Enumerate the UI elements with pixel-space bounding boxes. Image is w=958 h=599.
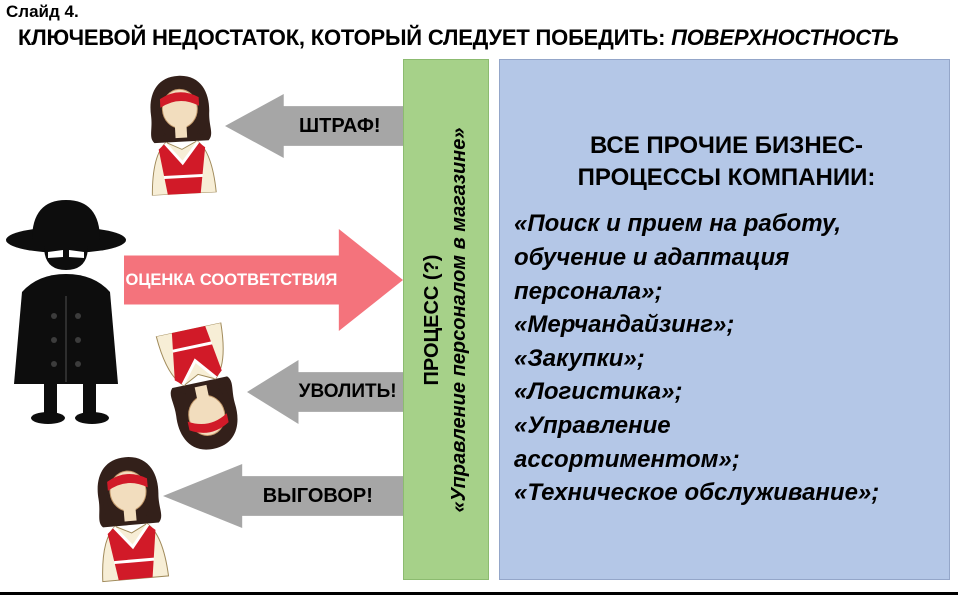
- list-item: «Управление ассортиментом»;: [514, 411, 740, 473]
- process-bar: [403, 59, 489, 580]
- store-employee-icon: [144, 72, 218, 197]
- list-item: «Поиск и прием на работу, обучение и ада…: [514, 210, 842, 305]
- list-item: «Техническое обслуживание»;: [514, 479, 880, 507]
- list-item: «Закупки»;: [514, 344, 645, 372]
- reprimand-arrow-label: ВЫГОВОР!: [262, 484, 373, 507]
- fine-arrow-label: ШТРАФ!: [299, 114, 381, 137]
- fire-arrow-label: УВОЛИТЬ!: [298, 381, 397, 402]
- list-item: «Мерчандайзинг»;: [514, 311, 735, 339]
- slide-title-emphasis: ПОВЕРХНОСТНОСТЬ: [671, 25, 899, 50]
- business-processes-list: «Поиск и прием на работу, обучение и ада…: [514, 207, 899, 509]
- reprimand-arrow: ВЫГОВОР!: [163, 464, 403, 528]
- fine-arrow: ШТРАФ!: [225, 94, 403, 158]
- slide-title-main: КЛЮЧЕВОЙ НЕДОСТАТОК, КОТОРЫЙ СЛЕДУЕТ ПОБ…: [18, 25, 672, 50]
- slide-title: КЛЮЧЕВОЙ НЕДОСТАТОК, КОТОРЫЙ СЛЕДУЕТ ПОБ…: [18, 25, 899, 51]
- fire-arrow: УВОЛИТЬ!: [247, 360, 403, 424]
- business-processes-panel: ВСЕ ПРОЧИЕ БИЗНЕС-ПРОЦЕССЫ КОМПАНИИ: «По…: [499, 59, 950, 580]
- store-employee-icon: [90, 452, 171, 584]
- business-processes-heading: ВСЕ ПРОЧИЕ БИЗНЕС-ПРОЦЕССЫ КОМПАНИИ:: [577, 132, 876, 191]
- slide-number-label: Слайд 4.: [6, 2, 79, 21]
- assessment-arrow: ОЦЕНКА СООТВЕТСТВИЯ: [124, 229, 403, 331]
- bottom-divider: [0, 592, 958, 595]
- spy-inspector-icon: [5, 199, 127, 425]
- list-item: «Логистика»;: [514, 378, 683, 406]
- assessment-arrow-label: ОЦЕНКА СООТВЕТСТВИЯ: [125, 270, 338, 289]
